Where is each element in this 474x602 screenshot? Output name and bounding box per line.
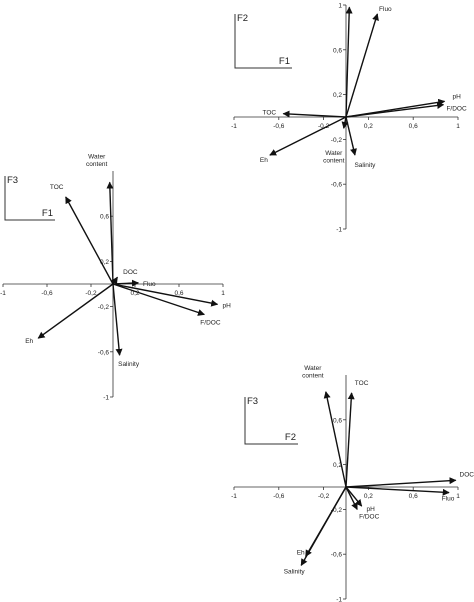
vector-ph — [345, 486, 363, 507]
vector-label-doc: DOC — [460, 471, 474, 478]
vector-label-toc: TOC — [355, 380, 369, 387]
vector-salinity — [112, 283, 123, 356]
vector-label-salinity: Salinity — [354, 162, 376, 169]
vector-water-content — [341, 116, 349, 129]
vector-toc — [65, 196, 114, 285]
vector-label-toc: TOC — [50, 184, 64, 191]
x-tick-label: -1 — [231, 123, 237, 130]
vector-label-water-content: content — [302, 372, 324, 379]
y-tick-label: 1 — [338, 3, 342, 10]
vector-eh — [269, 116, 347, 156]
x-tick-label: -0,6 — [273, 123, 285, 130]
y-tick-label: 0,6 — [100, 214, 109, 221]
axis-key-xlabel: F1 — [279, 56, 290, 67]
vector-label-doc: DOC — [123, 269, 138, 276]
vector-label-water-content: Water — [325, 150, 343, 157]
vector-label-water-content: content — [323, 158, 345, 165]
x-tick-label: -0,6 — [273, 493, 285, 500]
vector-doc — [345, 6, 353, 118]
y-tick-label: -0,6 — [331, 182, 343, 189]
y-tick-label: -1 — [336, 227, 342, 234]
axis-key — [234, 14, 292, 69]
axis-key-ylabel: F3 — [247, 396, 258, 407]
x-tick-label: 1 — [221, 290, 225, 297]
x-tick-label: 0,6 — [409, 123, 418, 130]
x-tick-label: -0,2 — [318, 123, 330, 130]
y-tick-label: 0,6 — [333, 417, 342, 424]
vector-toc — [282, 110, 347, 118]
x-tick-label: 1 — [456, 493, 460, 500]
vector-salinity — [300, 486, 347, 567]
vector-salinity — [345, 116, 357, 156]
vector-label-eh: Eh — [25, 338, 33, 345]
vector-label-f-doc: F/DOC — [359, 513, 380, 520]
x-tick-label: -0,6 — [41, 290, 53, 297]
y-tick-label: -1 — [336, 597, 342, 602]
vector-doc — [111, 276, 118, 285]
vector-label-salinity: Salinity — [118, 361, 140, 368]
vector-doc — [345, 477, 457, 488]
vector-f-doc — [345, 486, 358, 511]
vector-label-water-content: Water — [88, 153, 106, 160]
x-tick-label: 0,2 — [130, 290, 139, 297]
vector-ph — [112, 283, 219, 307]
y-tick-label: 0,2 — [333, 462, 342, 469]
y-tick-label: -0,2 — [98, 304, 110, 311]
axis-key-ylabel: F3 — [7, 175, 18, 186]
axis-key — [4, 176, 55, 221]
vector-label-f-doc: F/DOC — [446, 106, 467, 113]
vector-label-water-content: Water — [304, 365, 322, 372]
vector-eh — [37, 283, 114, 339]
x-tick-label: -0,2 — [318, 493, 330, 500]
vector-label-ph: pH — [453, 93, 462, 100]
y-tick-label: -0,6 — [98, 349, 110, 356]
vector-label-doc: DOC — [350, 0, 365, 1]
x-tick-label: -1 — [0, 290, 6, 297]
vector-toc — [345, 392, 355, 488]
x-tick-label: -1 — [231, 493, 237, 500]
vector-label-fluo: Fluo — [143, 281, 156, 288]
vector-label-salinity: Salinity — [284, 568, 306, 575]
vector-label-f-doc: F/DOC — [200, 320, 221, 327]
vector-label-eh: Eh — [260, 157, 268, 164]
x-tick-label: -0,2 — [85, 290, 97, 297]
axis-key — [244, 397, 298, 445]
axis-key-ylabel: F2 — [237, 13, 248, 24]
vector-fluo — [345, 13, 379, 118]
x-tick-label: 0,2 — [364, 123, 373, 130]
y-tick-label: 0,2 — [100, 259, 109, 266]
x-tick-label: 0,6 — [174, 290, 183, 297]
vector-water-content — [323, 391, 347, 488]
vector-f-doc — [345, 101, 445, 118]
vector-label-toc: TOC — [262, 110, 276, 117]
vector-f-doc — [112, 283, 205, 316]
y-tick-label: -0,2 — [331, 137, 343, 144]
vector-label-ph: pH — [367, 506, 376, 513]
x-tick-label: 0,2 — [364, 493, 373, 500]
vector-fluo — [345, 486, 450, 496]
vector-water-content — [106, 181, 114, 285]
vector-label-ph: pH — [223, 302, 232, 309]
vector-fluo — [112, 279, 139, 287]
y-tick-label: -1 — [103, 395, 109, 402]
x-tick-label: 0,6 — [409, 493, 418, 500]
vector-label-fluo: Fluo — [442, 496, 455, 503]
axis-key-xlabel: F1 — [42, 208, 53, 219]
y-tick-label: 0,6 — [333, 47, 342, 54]
y-tick-label: 0,2 — [333, 92, 342, 99]
axis-key-xlabel: F2 — [285, 432, 296, 443]
y-tick-label: -0,6 — [331, 552, 343, 559]
x-tick-label: 1 — [456, 123, 460, 130]
vector-label-water-content: content — [86, 161, 108, 168]
vector-label-eh: Eh — [297, 549, 305, 556]
y-tick-label: -0,2 — [331, 507, 343, 514]
vector-label-fluo: Fluo — [379, 6, 392, 13]
